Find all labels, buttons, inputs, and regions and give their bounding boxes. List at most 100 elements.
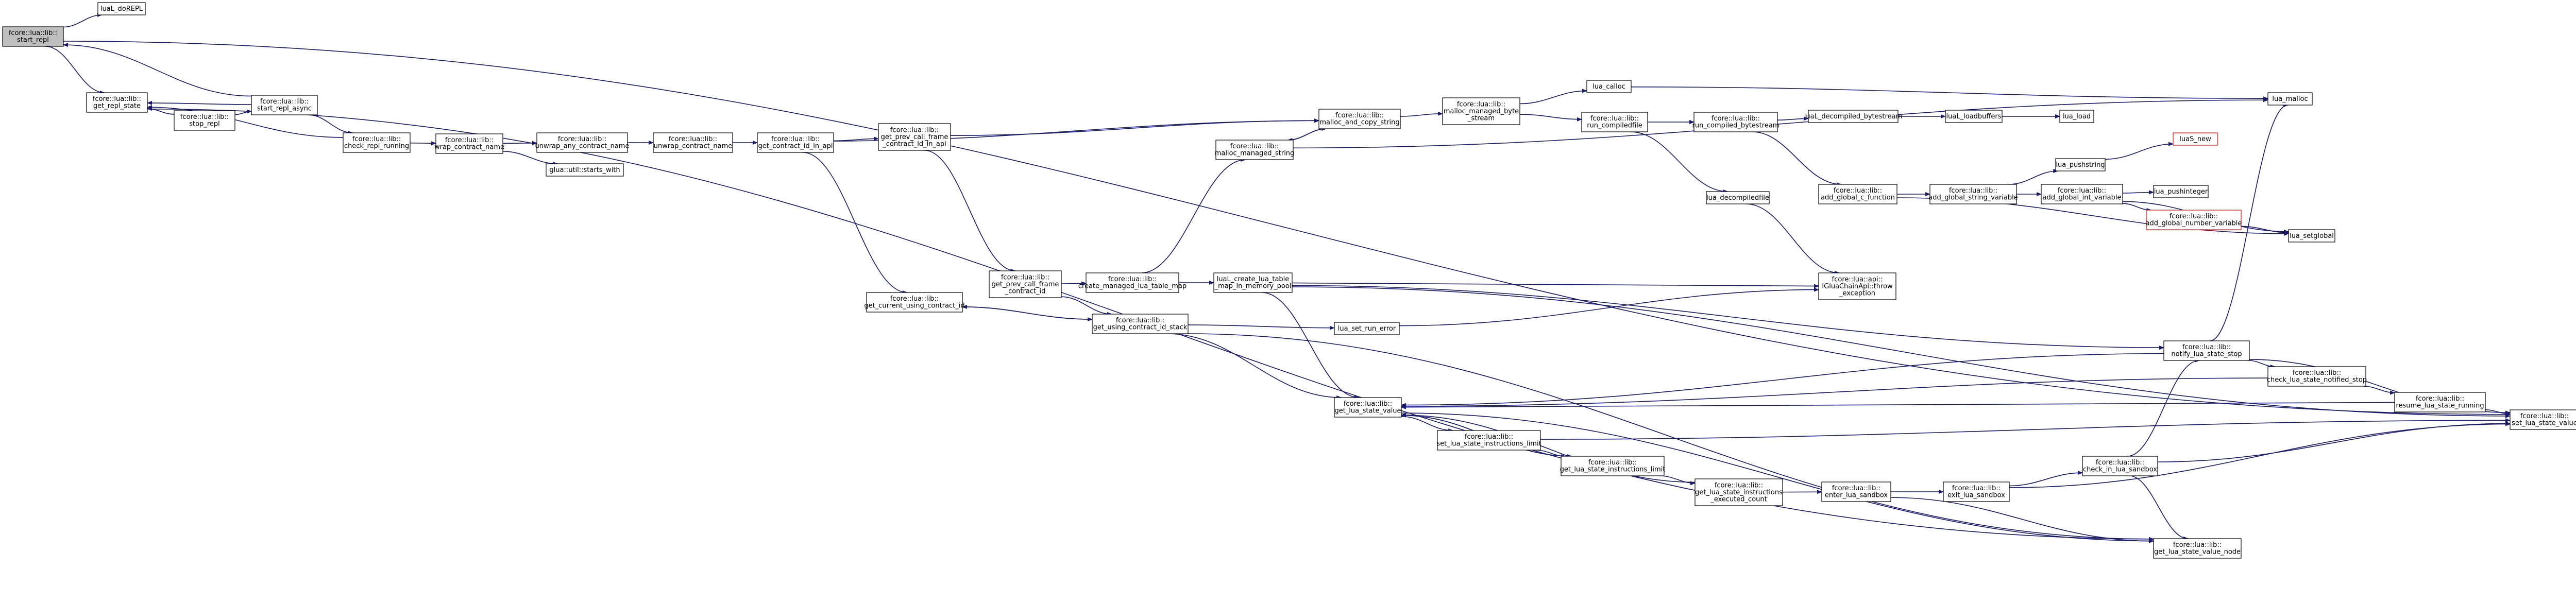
node-box [2041, 184, 2123, 204]
node-malloc-and-copy-string[interactable]: fcore::lua::lib::malloc_and_copy_string [1318, 109, 1401, 129]
edge-malloc-and-copy-string-to-malloc-managed-string [1287, 128, 1327, 142]
edge-check-in-lua-sandbox-to-get-lua-state-value-node [2129, 475, 2189, 541]
node-box [2267, 92, 2313, 106]
node-get-current-using-contract-id[interactable]: fcore::lua::lib::get_current_using_contr… [864, 292, 965, 313]
node-lua-setglobal[interactable]: lua_setglobal [2288, 229, 2335, 243]
node-label: _stream [1467, 114, 1495, 122]
node-luaL-loadbuffers[interactable]: luaL_loadbuffers [1945, 110, 2003, 123]
node-label: fcore::lua::lib:: [2058, 187, 2106, 195]
node-label: fcore::lua::lib:: [771, 135, 820, 143]
edge-add-global-int-variable-to-add-global-number-variable [2122, 203, 2152, 212]
node-lua-malloc[interactable]: lua_malloc [2267, 92, 2313, 106]
node-box [1821, 481, 1891, 502]
node-wrap-contract-name[interactable]: fcore::lua::lib::wrap_contract_name [434, 133, 504, 154]
edge-wrap-contract-name-to-unwrap-any-contract-name [502, 141, 537, 145]
node-get-prev-call-frame-contract-id-in-api[interactable]: fcore::lua::lib::get_prev_call_frame_con… [878, 123, 951, 151]
edge-run-compiled-bytestream-to-add-global-c-function [1752, 131, 1842, 186]
edge-exit-lua-sandbox-to-set-lua-state-value [2009, 422, 2511, 488]
node-label: check_in_lua_sandbox [2083, 466, 2157, 474]
node-lua-pushinteger[interactable]: lua_pushinteger [2153, 185, 2209, 198]
nodes-layer: fcore::lua::lib::start_repl luaL_doREPLfc… [2, 2, 2576, 559]
node-check-lua-state-notified-stop[interactable]: fcore::lua::lib::check_lua_state_notifie… [2267, 366, 2367, 387]
node-label: get_repl_state [93, 102, 141, 110]
node-box [536, 132, 628, 153]
node-label: enter_lua_sandbox [1825, 492, 1888, 499]
node-box [2146, 210, 2242, 230]
node-exit-lua-sandbox[interactable]: fcore::lua::lib::exit_lua_sandbox [1943, 481, 2010, 502]
edge-get-contract-id-in-api-to-get-current-using-contract-id [803, 152, 908, 295]
node-create-managed-lua-table-map[interactable]: fcore::lua::lib::create_managed_lua_tabl… [1078, 272, 1187, 293]
node-lua-set-run-error[interactable]: lua_set_run_error [1334, 322, 1400, 335]
node-get-lua-state-value-node[interactable]: fcore::lua::lib::get_lua_state_value_nod… [2153, 538, 2242, 559]
node-lua-calloc[interactable]: lua_calloc [1586, 80, 1632, 93]
node-unwrap-contract-name[interactable]: fcore::lua::lib::unwrap_contract_name [653, 132, 733, 153]
node-box [2267, 366, 2366, 387]
node-box [1581, 112, 1648, 132]
edge-get-lua-state-value-to-set-lua-state-instructions-limit [1401, 416, 1454, 433]
edge-malloc-and-copy-string-to-malloc-managed-byte-stream [1400, 111, 1443, 117]
node-box [757, 132, 834, 153]
edge-run-compiledfile-to-lua-decompiledfile [1630, 131, 1728, 194]
node-box [1945, 110, 2003, 123]
node-start-repl[interactable]: fcore::lua::lib::start_repl [2, 26, 64, 47]
node-label: fcore::lua::api:: [1832, 275, 1883, 283]
node-label: resume_lua_state_running [2396, 402, 2484, 410]
node-check-repl-running[interactable]: fcore::lua::lib::check_repl_running [343, 132, 411, 153]
node-enter-lua-sandbox[interactable]: fcore::lua::lib::enter_lua_sandbox [1821, 481, 1891, 502]
node-add-global-int-variable[interactable]: fcore::lua::lib::add_global_int_variable [2041, 184, 2123, 204]
node-get-contract-id-in-api[interactable]: fcore::lua::lib::get_contract_id_in_api [757, 132, 834, 153]
node-lua-pushstring[interactable]: lua_pushstring [2055, 158, 2106, 171]
node-label: set_lua_state_value [2512, 420, 2576, 427]
node-run-compiledfile[interactable]: fcore::lua::lib::run_compiledfile [1581, 112, 1648, 132]
node-start-repl-async[interactable]: fcore::lua::lib::start_repl_async [251, 95, 318, 115]
edge-get-prev-call-frame-contract-id-in-api-to-get-prev-call-frame-contract-id [924, 150, 1016, 273]
node-malloc-managed-byte-stream[interactable]: fcore::lua::lib::malloc_managed_byte_str… [1442, 97, 1520, 125]
node-box [1693, 112, 1778, 132]
node-resume-lua-state-running[interactable]: fcore::lua::lib::resume_lua_state_runnin… [2394, 392, 2486, 412]
node-label: check_repl_running [344, 143, 409, 150]
node-label: exit_lua_sandbox [1947, 492, 2005, 499]
node-set-lua-state-instructions-limit[interactable]: fcore::lua::lib::set_lua_state_instructi… [1436, 430, 1541, 451]
node-box [1808, 110, 1899, 123]
node-luaL-doREPL[interactable]: luaL_doREPL [97, 2, 146, 15]
node-get-lua-state-instructions-executed-count[interactable]: fcore::lua::lib::get_lua_state_instructi… [1694, 478, 1783, 506]
edges-layer [45, 13, 2511, 543]
node-box [1561, 456, 1665, 476]
node-add-global-number-variable[interactable]: fcore::lua::lib::add_global_number_varia… [2146, 210, 2242, 230]
node-get-lua-state-value[interactable]: fcore::lua::lib::get_lua_state_value [1334, 397, 1402, 418]
node-label: get_lua_state_value_node [2154, 548, 2241, 556]
edge-lua-set-run-error-to-throw-exception [1399, 287, 1819, 326]
node-luaL-decompiled-bytestream[interactable]: luaL_decompiled_bytestream [1804, 110, 1902, 123]
node-label: luaL_create_lua_table [1217, 275, 1290, 283]
edge-get-prev-call-frame-contract-id-to-get-using-contract-id-stack [1061, 296, 1112, 316]
node-stop-repl[interactable]: fcore::lua::lib::stop_repl [174, 110, 235, 131]
node-lua-decompiledfile[interactable]: lua_decompiledfile [1706, 191, 1770, 204]
node-notify-lua-state-stop[interactable]: fcore::lua::lib::notify_lua_state_stop [2163, 340, 2250, 361]
node-label: fcore::lua::lib:: [93, 95, 141, 103]
edge-resume-lua-state-running-to-set-lua-state-value [2485, 409, 2511, 416]
node-label: _contract_id [1005, 287, 1046, 295]
node-unwrap-any-contract-name[interactable]: fcore::lua::lib::unwrap_any_contract_nam… [535, 132, 630, 153]
node-get-lua-state-instructions-limit[interactable]: fcore::lua::lib::get_lua_state_instructi… [1560, 456, 1666, 476]
node-malloc-managed-string[interactable]: fcore::lua::lib::malloc_managed_string [1215, 140, 1295, 160]
node-add-global-string-variable[interactable]: fcore::lua::lib::add_global_string_varia… [1928, 184, 2018, 204]
node-luaL-create-lua-table-map-in-memory-pool[interactable]: luaL_create_lua_table_map_in_memory_pool [1213, 272, 1293, 293]
node-add-global-c-function[interactable]: fcore::lua::lib::add_global_c_function [1818, 184, 1897, 204]
node-throw-exception[interactable]: fcore::lua::api::IGluaChainApi::throw_ex… [1818, 272, 1896, 300]
node-check-in-lua-sandbox[interactable]: fcore::lua::lib::check_in_lua_sandbox [2082, 456, 2158, 476]
node-label: IGluaChainApi::throw [1822, 283, 1893, 290]
node-starts-with[interactable]: glua::util::starts_with [546, 163, 624, 177]
node-get-repl-state[interactable]: fcore::lua::lib::get_repl_state [86, 92, 148, 113]
node-get-prev-call-frame-contract-id[interactable]: fcore::lua::lib::get_prev_call_frame_con… [989, 270, 1062, 298]
node-box [1086, 272, 1179, 293]
node-label: get_lua_state_value [1334, 407, 1401, 415]
node-lua-load[interactable]: lua_load [2059, 110, 2094, 123]
node-box [2163, 340, 2250, 361]
edge-malloc-managed-byte-stream-to-run-compiledfile [1519, 114, 1582, 122]
edge-get-using-contract-id-stack-to-lua-set-run-error [1188, 324, 1335, 330]
node-set-lua-state-value[interactable]: fcore::lua::lib::set_lua_state_value [2510, 409, 2576, 430]
node-get-using-contract-id-stack[interactable]: fcore::lua::lib::get_using_contract_id_s… [1092, 314, 1189, 334]
node-run-compiled-bytestream[interactable]: fcore::lua::lib::run_compiled_bytestream [1692, 112, 1780, 132]
node-luaS-new[interactable]: luaS_new [2173, 132, 2218, 146]
